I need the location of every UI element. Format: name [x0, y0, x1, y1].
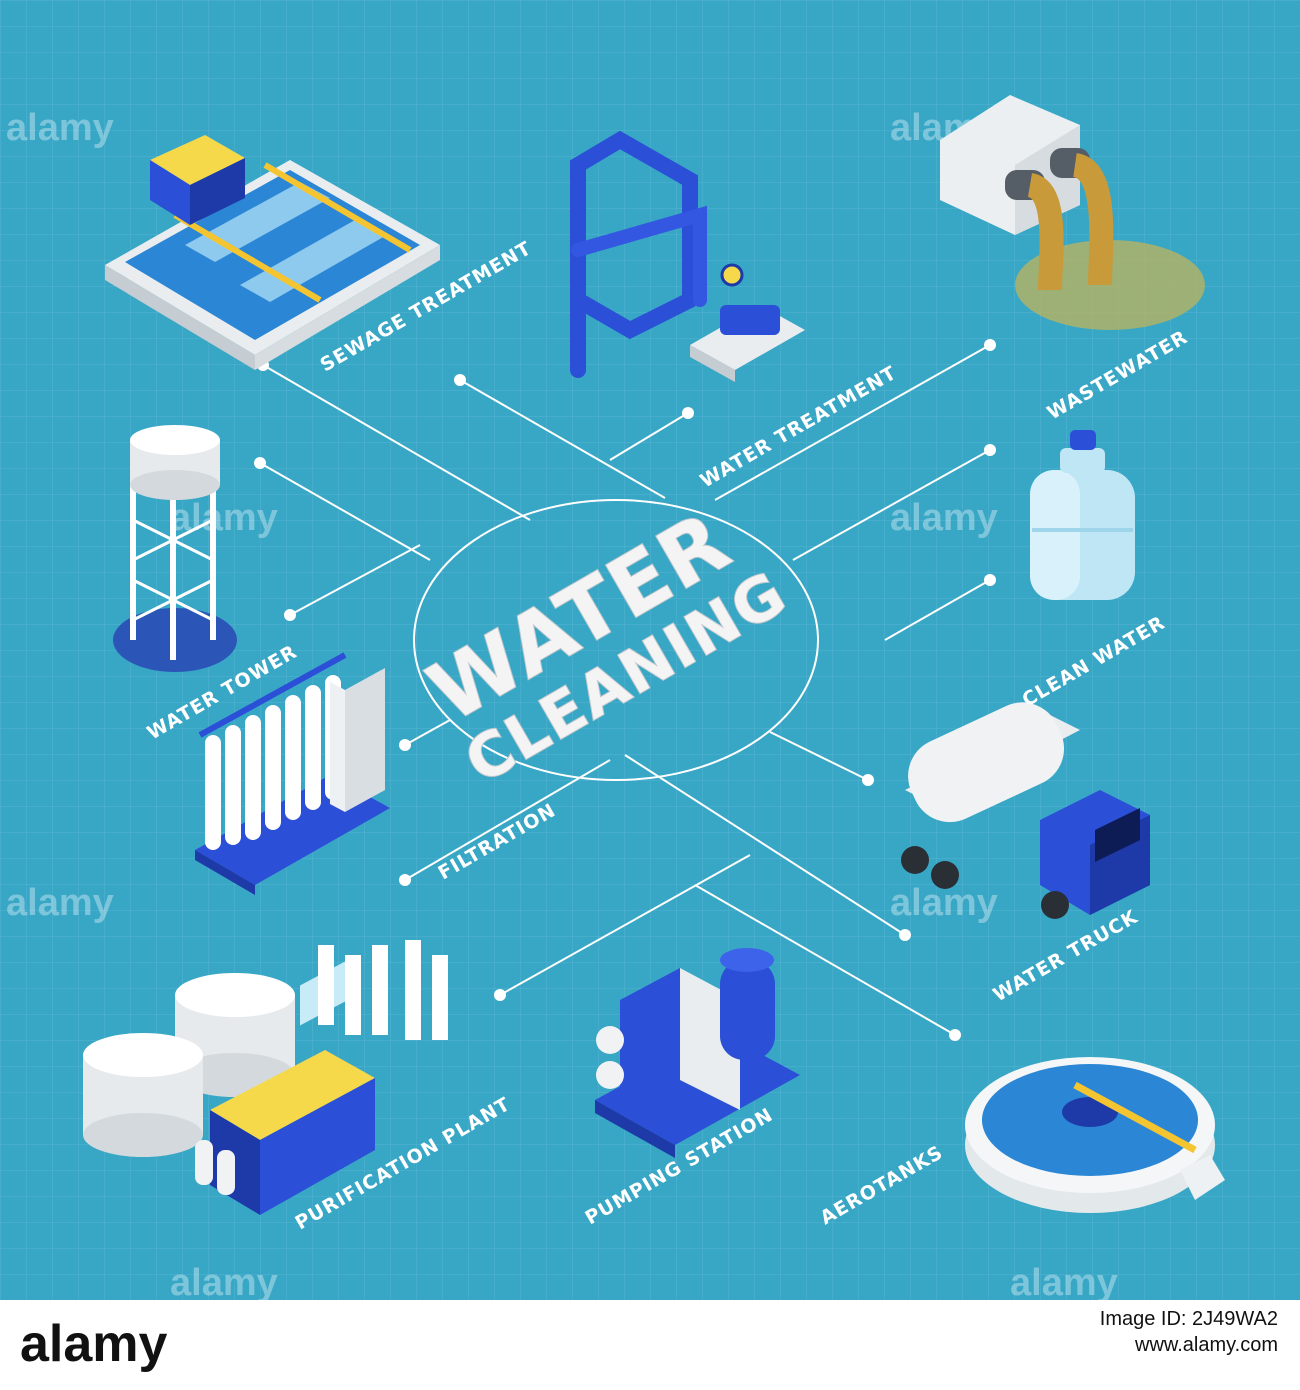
watermark: alamy: [1010, 1262, 1118, 1300]
connector-aerotanks: [694, 884, 956, 1036]
stock-footer: alamy Image ID: 2J49WA2 www.alamy.com: [0, 1300, 1300, 1390]
connector-lines: [259, 344, 991, 1036]
filtration-icon: [195, 652, 390, 895]
footer-logo: alamy: [20, 1315, 168, 1373]
watermark: alamy: [170, 1262, 278, 1300]
connector-wastewater: [714, 344, 991, 501]
water-cleaning-flowchart: alamy alamy alamy alamy alamy alamy alam…: [0, 0, 1300, 1300]
water-tower-icon: [113, 425, 237, 672]
connector-water-treatment: [459, 379, 666, 499]
connector-clean-water: [792, 449, 991, 561]
footer-url: www.alamy.com: [1135, 1334, 1278, 1356]
connector-water-tower: [259, 462, 431, 561]
clean-water-icon: [1030, 430, 1135, 600]
connector-filtration: [404, 719, 451, 746]
flowchart-canvas: alamy alamy alamy alamy alamy alamy alam…: [0, 0, 1300, 1300]
footer-image-id: Image ID: 2J49WA2: [1099, 1308, 1278, 1330]
connector-clean-water-2: [884, 579, 991, 641]
watermark: alamy: [6, 882, 114, 924]
connector-water-truck: [769, 731, 869, 781]
water-truck-icon: [901, 702, 1150, 919]
water-treatment-icon: [570, 130, 805, 382]
footer-image-info: Image ID: 2J49WA2 www.alamy.com: [1100, 1306, 1278, 1358]
connector-sewage: [262, 364, 531, 521]
connector-filtration-2: [404, 759, 611, 881]
connector-water-truck-2: [624, 754, 906, 936]
pumping-station-icon: [595, 948, 800, 1158]
purification-plant-icon: [83, 940, 448, 1215]
aerotanks-icon: [965, 1057, 1225, 1213]
watermark: alamy: [890, 882, 998, 924]
watermark: alamy: [6, 107, 114, 149]
sewage-treatment-icon: [105, 135, 440, 370]
watermark-layer: alamy alamy alamy alamy alamy alamy alam…: [6, 107, 1118, 1300]
wastewater-icon: [940, 95, 1205, 330]
connector-water-tower-2: [289, 544, 421, 616]
watermark: alamy: [890, 497, 998, 539]
connector-purification: [499, 854, 751, 996]
connector-water-treatment-2: [609, 412, 689, 461]
center-ellipse: [413, 499, 819, 781]
